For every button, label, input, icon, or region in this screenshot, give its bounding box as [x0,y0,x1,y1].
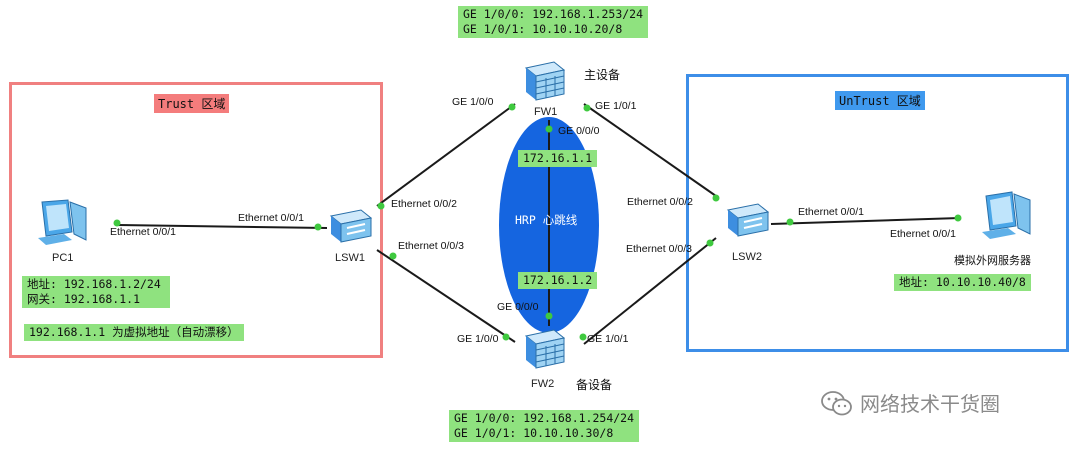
port-label-pc1: Ethernet 0/0/1 [110,226,176,238]
watermark: 网络技术干货圈 [820,388,1000,417]
port-label-lsw2-e003: Ethernet 0/0/3 [626,243,692,255]
link-lsw2-server [770,217,961,225]
backup-role-label: 备设备 [576,378,613,392]
port-dot [389,252,397,260]
master-role-label: 主设备 [584,68,621,82]
fw1-name: FW1 [534,106,558,118]
fw2-info-line: GE 1/0/0: 192.168.1.254/24 [454,411,635,425]
port-label-server: Ethernet 0/0/1 [890,228,956,240]
port-dot [706,239,714,247]
server-name: 模拟外网服务器 [954,254,1031,267]
port-dot [314,223,322,231]
port-dot [712,194,720,202]
fw2-interface-info: GE 1/0/0: 192.168.1.254/24 GE 1/0/1: 10.… [449,410,640,442]
port-dot [579,333,587,341]
port-label-lsw1-e002: Ethernet 0/0/2 [391,198,457,210]
trust-zone-label: Trust 区域 [154,94,230,113]
port-dot [377,202,385,210]
virtual-ip-note: 192.168.1.1 为虚拟地址（自动漂移） [24,324,244,341]
pc-icon [38,199,87,245]
pc1-name: PC1 [52,252,74,264]
trust-zone: Trust 区域 [9,82,383,358]
port-dot [508,103,516,111]
server-icon [982,191,1031,239]
switch-icon [329,209,373,243]
fw1-interface-info: GE 1/0/0: 192.168.1.253/24 GE 1/0/1: 10.… [458,6,649,38]
hrp-ip-fw2: 172.16.1.2 [518,272,598,289]
wechat-icon [821,390,852,415]
port-dot [502,333,510,341]
firewall-icon [524,61,566,101]
hrp-label: HRP 心跳线 [515,213,578,227]
pc1-address-info: 地址: 192.168.1.2/24 网关: 192.168.1.1 [22,276,170,308]
port-label-fw1-ge000: GE 0/0/0 [558,125,600,137]
port-dot [954,214,962,222]
port-label-fw2-ge000: GE 0/0/0 [497,301,539,313]
pc1-address: 地址: 192.168.1.2/24 [27,277,161,291]
fw2-info-line: GE 1/0/1: 10.10.10.30/8 [454,426,614,440]
switch-icon [726,203,770,237]
fw1-info-line: GE 1/0/1: 10.10.10.20/8 [463,22,623,36]
untrust-zone: UnTrust 区域 [686,74,1069,352]
port-label-lsw1-e003: Ethernet 0/0/3 [398,240,464,252]
port-dot [545,312,553,320]
pc1-gateway: 网关: 192.168.1.1 [27,292,141,306]
port-label-lsw2-e001: Ethernet 0/0/1 [798,206,864,218]
port-dot [113,219,121,227]
port-label-fw1-ge101: GE 1/0/1 [595,100,637,112]
fw2-name: FW2 [531,378,555,390]
port-dot [583,104,591,112]
link-lsw1-fw2 [376,249,516,343]
port-label-fw2-ge101: GE 1/0/1 [587,333,629,345]
port-label-fw1-ge100: GE 1/0/0 [452,96,494,108]
lsw2-name: LSW2 [732,251,762,263]
lsw1-name: LSW1 [335,252,365,264]
link-lsw1-fw1 [376,103,516,207]
untrust-zone-label: UnTrust 区域 [835,91,925,110]
port-label-fw2-ge100: GE 1/0/0 [457,333,499,345]
port-label-lsw2-e002: Ethernet 0/0/2 [627,196,693,208]
port-dot [786,218,794,226]
link-fw1-lsw2 [583,103,717,197]
link-fw2-lsw2 [583,237,717,345]
server-address-info: 地址: 10.10.10.40/8 [894,274,1031,291]
watermark-text: 网络技术干货圈 [860,392,1000,416]
firewall-icon [524,329,566,369]
link-pc1-lsw1 [116,224,328,229]
fw1-info-line: GE 1/0/0: 192.168.1.253/24 [463,7,644,21]
hrp-ip-fw1: 172.16.1.1 [518,150,598,167]
port-label-lsw1-e001: Ethernet 0/0/1 [238,212,304,224]
port-dot [545,125,553,133]
